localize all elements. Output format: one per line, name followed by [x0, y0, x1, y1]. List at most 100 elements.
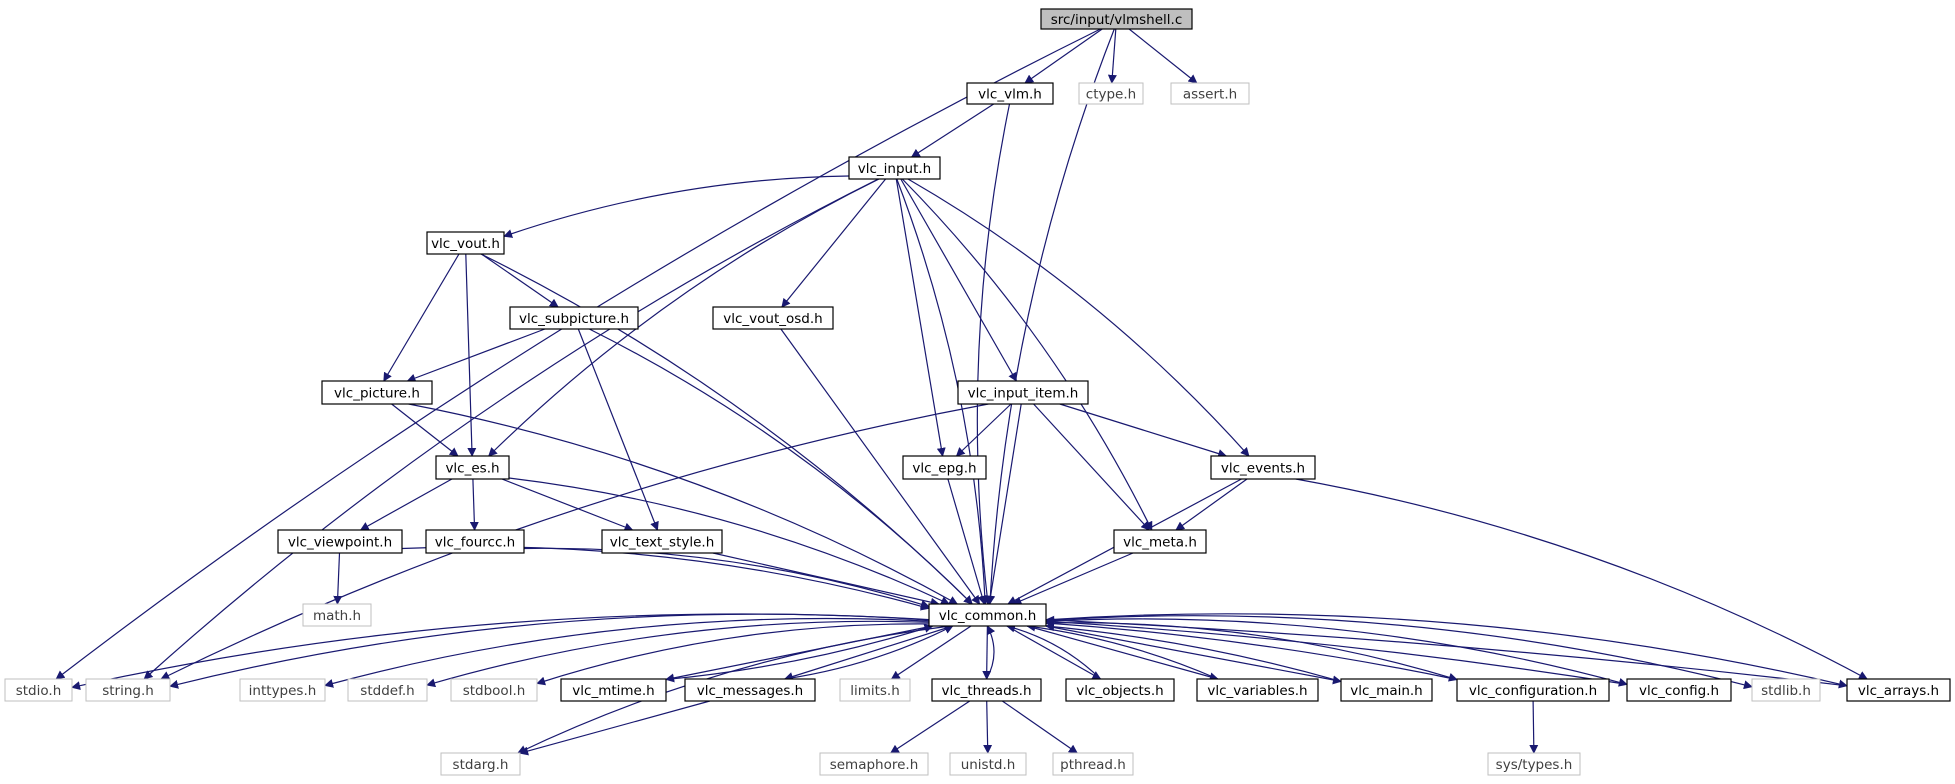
- node-vlc-input-item[interactable]: vlc_input_item.h: [957, 380, 1089, 405]
- edge-root-to-vlc-vlm: [1024, 28, 1103, 84]
- edge-vlc-mtime-to-vlc-common: [665, 624, 934, 681]
- edge-vlc-events-to-vlc-arrays: [1295, 478, 1868, 680]
- edge-vlc-common-to-vlc-mtime: [665, 625, 933, 683]
- node-stdlib: stdlib.h: [1751, 678, 1821, 702]
- node-label: sys/types.h: [1496, 757, 1573, 773]
- node-label: stdio.h: [16, 683, 62, 699]
- edge-vlc-input-to-vlc-epg: [895, 178, 946, 457]
- edge-vlc-subpicture-to-vlc-picture: [406, 328, 546, 383]
- node-label: vlc_fourcc.h: [435, 535, 515, 551]
- node-vlc-variables[interactable]: vlc_variables.h: [1196, 678, 1319, 702]
- node-box: [902, 455, 987, 480]
- node-vlc-es[interactable]: vlc_es.h: [435, 455, 510, 480]
- edge-root-to-vlc-common: [985, 28, 1115, 605]
- node-layer: src/input/vlmshell.c vlc_vlm.h ctype.h asse…: [4, 8, 1951, 776]
- edge-vlc-threads-to-unistd: [983, 700, 993, 754]
- node-box: [440, 752, 521, 776]
- node-label: string.h: [102, 683, 154, 699]
- edge-vlc-common-to-vlc-threads: [982, 625, 992, 680]
- node-vlc-arrays[interactable]: vlc_arrays.h: [1846, 678, 1951, 702]
- node-vlc-mtime[interactable]: vlc_mtime.h: [560, 678, 667, 702]
- edge-vlc-config-to-vlc-common: [1045, 617, 1628, 685]
- node-vlc-text-style[interactable]: vlc_text_style.h: [601, 529, 723, 554]
- node-vlc-subpicture[interactable]: vlc_subpicture.h: [509, 306, 639, 330]
- edge-vlc-input-item-to-vlc-meta: [1033, 403, 1151, 531]
- node-box: [1065, 678, 1175, 702]
- node-label: vlc_mtime.h: [572, 683, 654, 699]
- node-inttypes: inttypes.h: [239, 678, 326, 702]
- node-vlc-picture[interactable]: vlc_picture.h: [321, 380, 433, 405]
- edge-vlc-objects-to-vlc-common: [1006, 623, 1102, 680]
- node-box: [1487, 752, 1581, 776]
- node-label: vlc_picture.h: [334, 386, 420, 402]
- node-vlc-configuration[interactable]: vlc_configuration.h: [1456, 678, 1610, 702]
- node-label: vlc_vlm.h: [978, 87, 1042, 103]
- edge-vlc-common-to-vlc-objects: [1006, 625, 1102, 680]
- edge-root-to-ctype: [1107, 28, 1117, 84]
- edge-vlc-fourcc-to-vlc-common: [523, 547, 930, 609]
- node-label: stdlib.h: [1761, 683, 1811, 699]
- node-ctype: ctype.h: [1078, 82, 1144, 105]
- edge-root-to-stdio: [55, 28, 1101, 680]
- node-box: [1113, 529, 1207, 554]
- node-assert: assert.h: [1170, 82, 1250, 105]
- node-label: vlc_vout.h: [431, 236, 500, 252]
- edge-vlc-input-to-vlc-input-item: [900, 178, 1017, 382]
- node-vlc-main[interactable]: vlc_main.h: [1340, 678, 1433, 702]
- node-box: [560, 678, 667, 702]
- edge-vlc-subpicture-to-vlc-text-style: [577, 328, 659, 531]
- node-box: [302, 603, 372, 627]
- node-box: [819, 752, 929, 776]
- node-vlc-common[interactable]: vlc_common.h: [928, 603, 1047, 627]
- edge-root-to-assert: [1128, 28, 1198, 84]
- node-vlc-viewpoint[interactable]: vlc_viewpoint.h: [277, 529, 403, 554]
- node-label: vlc_subpicture.h: [519, 311, 629, 327]
- node-box: [684, 678, 816, 702]
- node-vlc-epg[interactable]: vlc_epg.h: [902, 455, 987, 480]
- edge-layer: [55, 28, 1868, 756]
- edge-vlc-threads-to-semaphore: [889, 700, 971, 754]
- node-vlc-meta[interactable]: vlc_meta.h: [1113, 529, 1207, 554]
- node-box: [239, 678, 326, 702]
- node-vlc-objects[interactable]: vlc_objects.h: [1065, 678, 1175, 702]
- node-vlc-threads[interactable]: vlc_threads.h: [931, 678, 1042, 702]
- node-stdio: stdio.h: [4, 678, 73, 702]
- edge-vlc-input-item-to-vlc-common: [986, 403, 1022, 605]
- node-vlc-config[interactable]: vlc_config.h: [1626, 678, 1732, 702]
- edge-vlc-es-to-vlc-text-style: [501, 478, 634, 532]
- node-vlc-events[interactable]: vlc_events.h: [1210, 455, 1316, 480]
- node-label: inttypes.h: [249, 683, 317, 699]
- edge-vlc-viewpoint-to-vlc-common: [401, 546, 930, 611]
- edge-vlc-vout-to-vlc-picture: [383, 253, 460, 382]
- edge-vlc-messages-to-stdarg: [519, 700, 711, 756]
- edge-vlc-vout-to-vlc-es: [465, 253, 477, 457]
- node-root[interactable]: src/input/vlmshell.c: [1040, 8, 1193, 30]
- node-label: vlc_text_style.h: [610, 535, 715, 551]
- node-vlc-vout-osd[interactable]: vlc_vout_osd.h: [712, 306, 834, 330]
- node-vlc-input[interactable]: vlc_input.h: [848, 156, 941, 180]
- node-label: vlc_variables.h: [1207, 683, 1307, 699]
- node-label: stddef.h: [360, 683, 414, 699]
- node-math: math.h: [302, 603, 372, 627]
- node-stdbool: stdbool.h: [450, 678, 538, 702]
- edge-vlc-vlm-to-vlc-common: [976, 103, 1011, 605]
- edge-vlc-common-to-vlc-variables: [1026, 625, 1219, 682]
- edge-vlc-common-to-vlc-config: [1045, 618, 1628, 687]
- edge-vlc-subpicture-to-vlc-common: [589, 328, 973, 605]
- node-vlc-fourcc[interactable]: vlc_fourcc.h: [425, 529, 525, 554]
- node-box: [1751, 678, 1821, 702]
- node-vlc-vout[interactable]: vlc_vout.h: [426, 231, 505, 255]
- edge-vlc-epg-to-vlc-common: [947, 478, 987, 605]
- node-label: vlc_events.h: [1221, 461, 1305, 477]
- node-vlc-vlm[interactable]: vlc_vlm.h: [966, 82, 1054, 105]
- node-box: [1052, 752, 1134, 776]
- node-vlc-messages[interactable]: vlc_messages.h: [684, 678, 816, 702]
- edge-vlc-picture-to-vlc-common: [408, 403, 959, 605]
- node-box: [4, 678, 73, 702]
- edge-vlc-input-item-to-vlc-events: [1059, 403, 1228, 458]
- node-box: [435, 455, 510, 480]
- node-box: [839, 678, 911, 702]
- node-label: vlc_main.h: [1350, 683, 1423, 699]
- edge-vlc-threads-to-pthread: [1001, 700, 1078, 754]
